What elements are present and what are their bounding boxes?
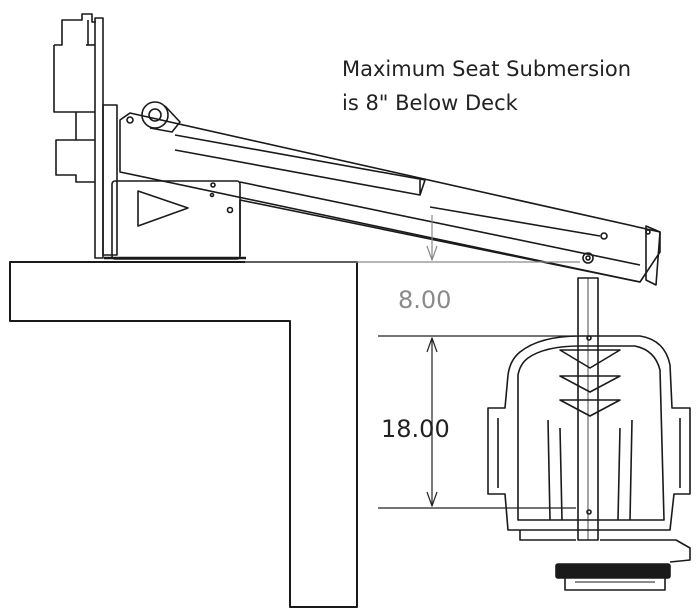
seat-post [577, 277, 599, 541]
dimension-18-label: 18.00 [381, 415, 450, 443]
base-housing [104, 180, 246, 260]
control-mast [53, 13, 118, 259]
direction-arrow-icon [137, 190, 189, 227]
arm-bolt-icon [582, 252, 594, 264]
dimension-8-label: 8.00 [398, 286, 451, 314]
dimension-seat-height [378, 335, 576, 509]
pool-deck [9, 261, 358, 608]
submersion-note: Maximum Seat Submersion is 8" Below Deck [342, 52, 631, 120]
submersion-note-line2: is 8" Below Deck [342, 91, 518, 115]
lift-arm [119, 101, 661, 286]
submersion-note-line1: Maximum Seat Submersion [342, 57, 632, 81]
lift-seat [487, 335, 691, 591]
pivot-joint-icon [141, 101, 169, 129]
dimension-submersion [245, 215, 580, 263]
